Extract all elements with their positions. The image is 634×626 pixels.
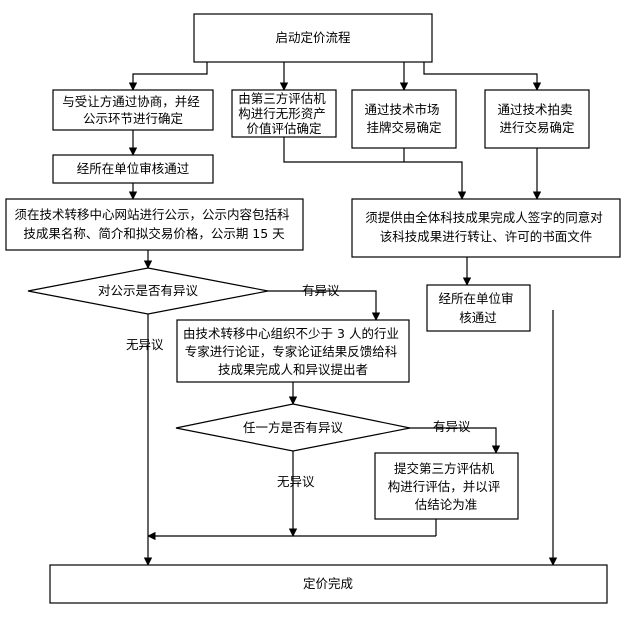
node-unit-review-right: 经所在单位审 核通过 xyxy=(426,284,531,332)
node-unit-review-right-line2: 核通过 xyxy=(459,310,497,325)
svg-text:提交第三方评估机 构进行评估，并以评: 提交第三方评估机 构进行评估，并以评 估结论为准 xyxy=(388,461,505,512)
svg-text:须在技术转移中心网站进行公示，公示内容包括科 技: 须在技术转移中心网站进行公示，公示内容包括科 技成果名称、简介和拟交易价格，公示… xyxy=(15,207,294,241)
node-third-party-eval: 由第三方评估机 构进行无形资产 价值评估确定 xyxy=(231,89,337,138)
edge-labels: 有异议 无异议 有异议 无异议 xyxy=(126,283,471,489)
svg-text:通过技术拍卖 进行交易确定: 通过技术拍卖 进行交易确定 xyxy=(498,102,577,135)
node-publicity-line2: 技成果名称、简介和拟交易价格，公示期 15 天 xyxy=(23,226,285,241)
svg-text:经所在单位审 核通过: 经所在单位审 核通过 xyxy=(439,291,518,325)
node-third-party-line2: 构进行无形资产 xyxy=(238,106,326,121)
node-auction-line1: 通过技术拍卖 xyxy=(498,102,573,117)
node-expert-line1: 由技术转移中心组织不少于 3 人的行业 xyxy=(183,326,399,341)
node-negotiate: 与受让方通过协商，并经 公示环节进行确定 xyxy=(52,89,214,131)
edge-decision2-has-objection xyxy=(410,427,501,454)
node-auction: 通过技术拍卖 进行交易确定 xyxy=(484,89,590,149)
node-third-party-line3: 价值评估确定 xyxy=(246,121,321,136)
node-decision-either-text: 任一方是否有异议 xyxy=(243,420,344,435)
edge-start-to-auction xyxy=(423,62,542,91)
node-unit-review-left-text: 经所在单位审核通过 xyxy=(77,161,190,176)
node-third-party-line1: 由第三方评估机 xyxy=(238,91,326,106)
label-no-objection-1: 无异议 xyxy=(126,337,164,352)
node-negotiate-line1: 与受让方通过协商，并经 xyxy=(62,94,200,109)
node-publicity: 须在技术转移中心网站进行公示，公示内容包括科 技成果名称、简介和拟交易价格，公示… xyxy=(5,198,304,251)
node-market-listing: 通过技术市场 挂牌交易确定 xyxy=(351,89,457,149)
node-decision-either: 任一方是否有异议 xyxy=(175,403,411,452)
node-publicity-line1: 须在技术转移中心网站进行公示，公示内容包括科 xyxy=(15,207,291,222)
node-consent-line2: 该科技成果进行转让、许可的书面文件 xyxy=(380,229,593,244)
label-no-objection-2: 无异议 xyxy=(277,474,315,489)
svg-text:由技术转移中心组织不少于 3 人的行业 专家进行: 由技术转移中心组织不少于 3 人的行业 专家进行论证，专家论证结果反馈给科 技成… xyxy=(183,326,403,377)
node-consent-line1: 须提供由全体科技成果完成人签字的同意对 xyxy=(365,210,603,225)
edge-third-party-to-consent xyxy=(283,137,467,200)
label-has-objection-2: 有异议 xyxy=(433,419,471,434)
node-submit-eval: 提交第三方评估机 构进行评估，并以评 估结论为准 xyxy=(374,452,519,520)
node-submit-line1: 提交第三方评估机 xyxy=(394,461,495,476)
node-market-line1: 通过技术市场 xyxy=(365,102,440,117)
edge-decision1-has-objection xyxy=(268,290,381,321)
node-negotiate-line2: 公示环节进行确定 xyxy=(83,111,183,126)
node-decision-publicity-text: 对公示是否有异议 xyxy=(98,283,199,298)
node-unit-review-left: 经所在单位审核通过 xyxy=(52,154,214,184)
label-has-objection-1: 有异议 xyxy=(302,283,340,298)
node-market-line2: 挂牌交易确定 xyxy=(366,120,441,135)
node-expert-line2: 专家进行论证，专家论证结果反馈给科 xyxy=(185,344,398,359)
svg-text:须提供由全体科技成果完成人签字的同意对 该科技成: 须提供由全体科技成果完成人签字的同意对 该科技成果进行转让、许可的书面文件 xyxy=(365,210,607,244)
edges xyxy=(128,62,558,566)
node-auction-line2: 进行交易确定 xyxy=(499,120,574,135)
node-decision-publicity: 对公示是否有异议 xyxy=(27,267,269,315)
node-unit-review-right-line1: 经所在单位审 xyxy=(439,291,514,306)
node-start: 启动定价流程 xyxy=(193,13,433,63)
node-submit-line2: 构进行评估，并以评 xyxy=(388,479,501,494)
node-end: 定价完成 xyxy=(49,564,608,604)
svg-text:通过技术市场 挂牌交易确定: 通过技术市场 挂牌交易确定 xyxy=(365,102,444,135)
node-submit-line3: 估结论为准 xyxy=(415,497,478,512)
node-expert-line3: 技成果完成人和异议提出者 xyxy=(218,362,368,377)
svg-text:由第三方评估机 构进行无形资产 价值: 由第三方评估机 构进行无形资产 价值评估确定 xyxy=(238,91,330,136)
node-expert-review: 由技术转移中心组织不少于 3 人的行业 专家进行论证，专家论证结果反馈给科 技成… xyxy=(176,319,410,383)
svg-text:与受让方通过协商，并经 公示环节进行确定: 与受让方通过协商，并经 公示环节进行确定 xyxy=(62,94,204,126)
node-start-text: 启动定价流程 xyxy=(275,30,351,45)
node-consent-doc: 须提供由全体科技成果完成人签字的同意对 该科技成果进行转让、许可的书面文件 xyxy=(351,198,621,258)
node-end-text: 定价完成 xyxy=(303,576,353,591)
edge-start-to-negotiate xyxy=(128,62,208,91)
